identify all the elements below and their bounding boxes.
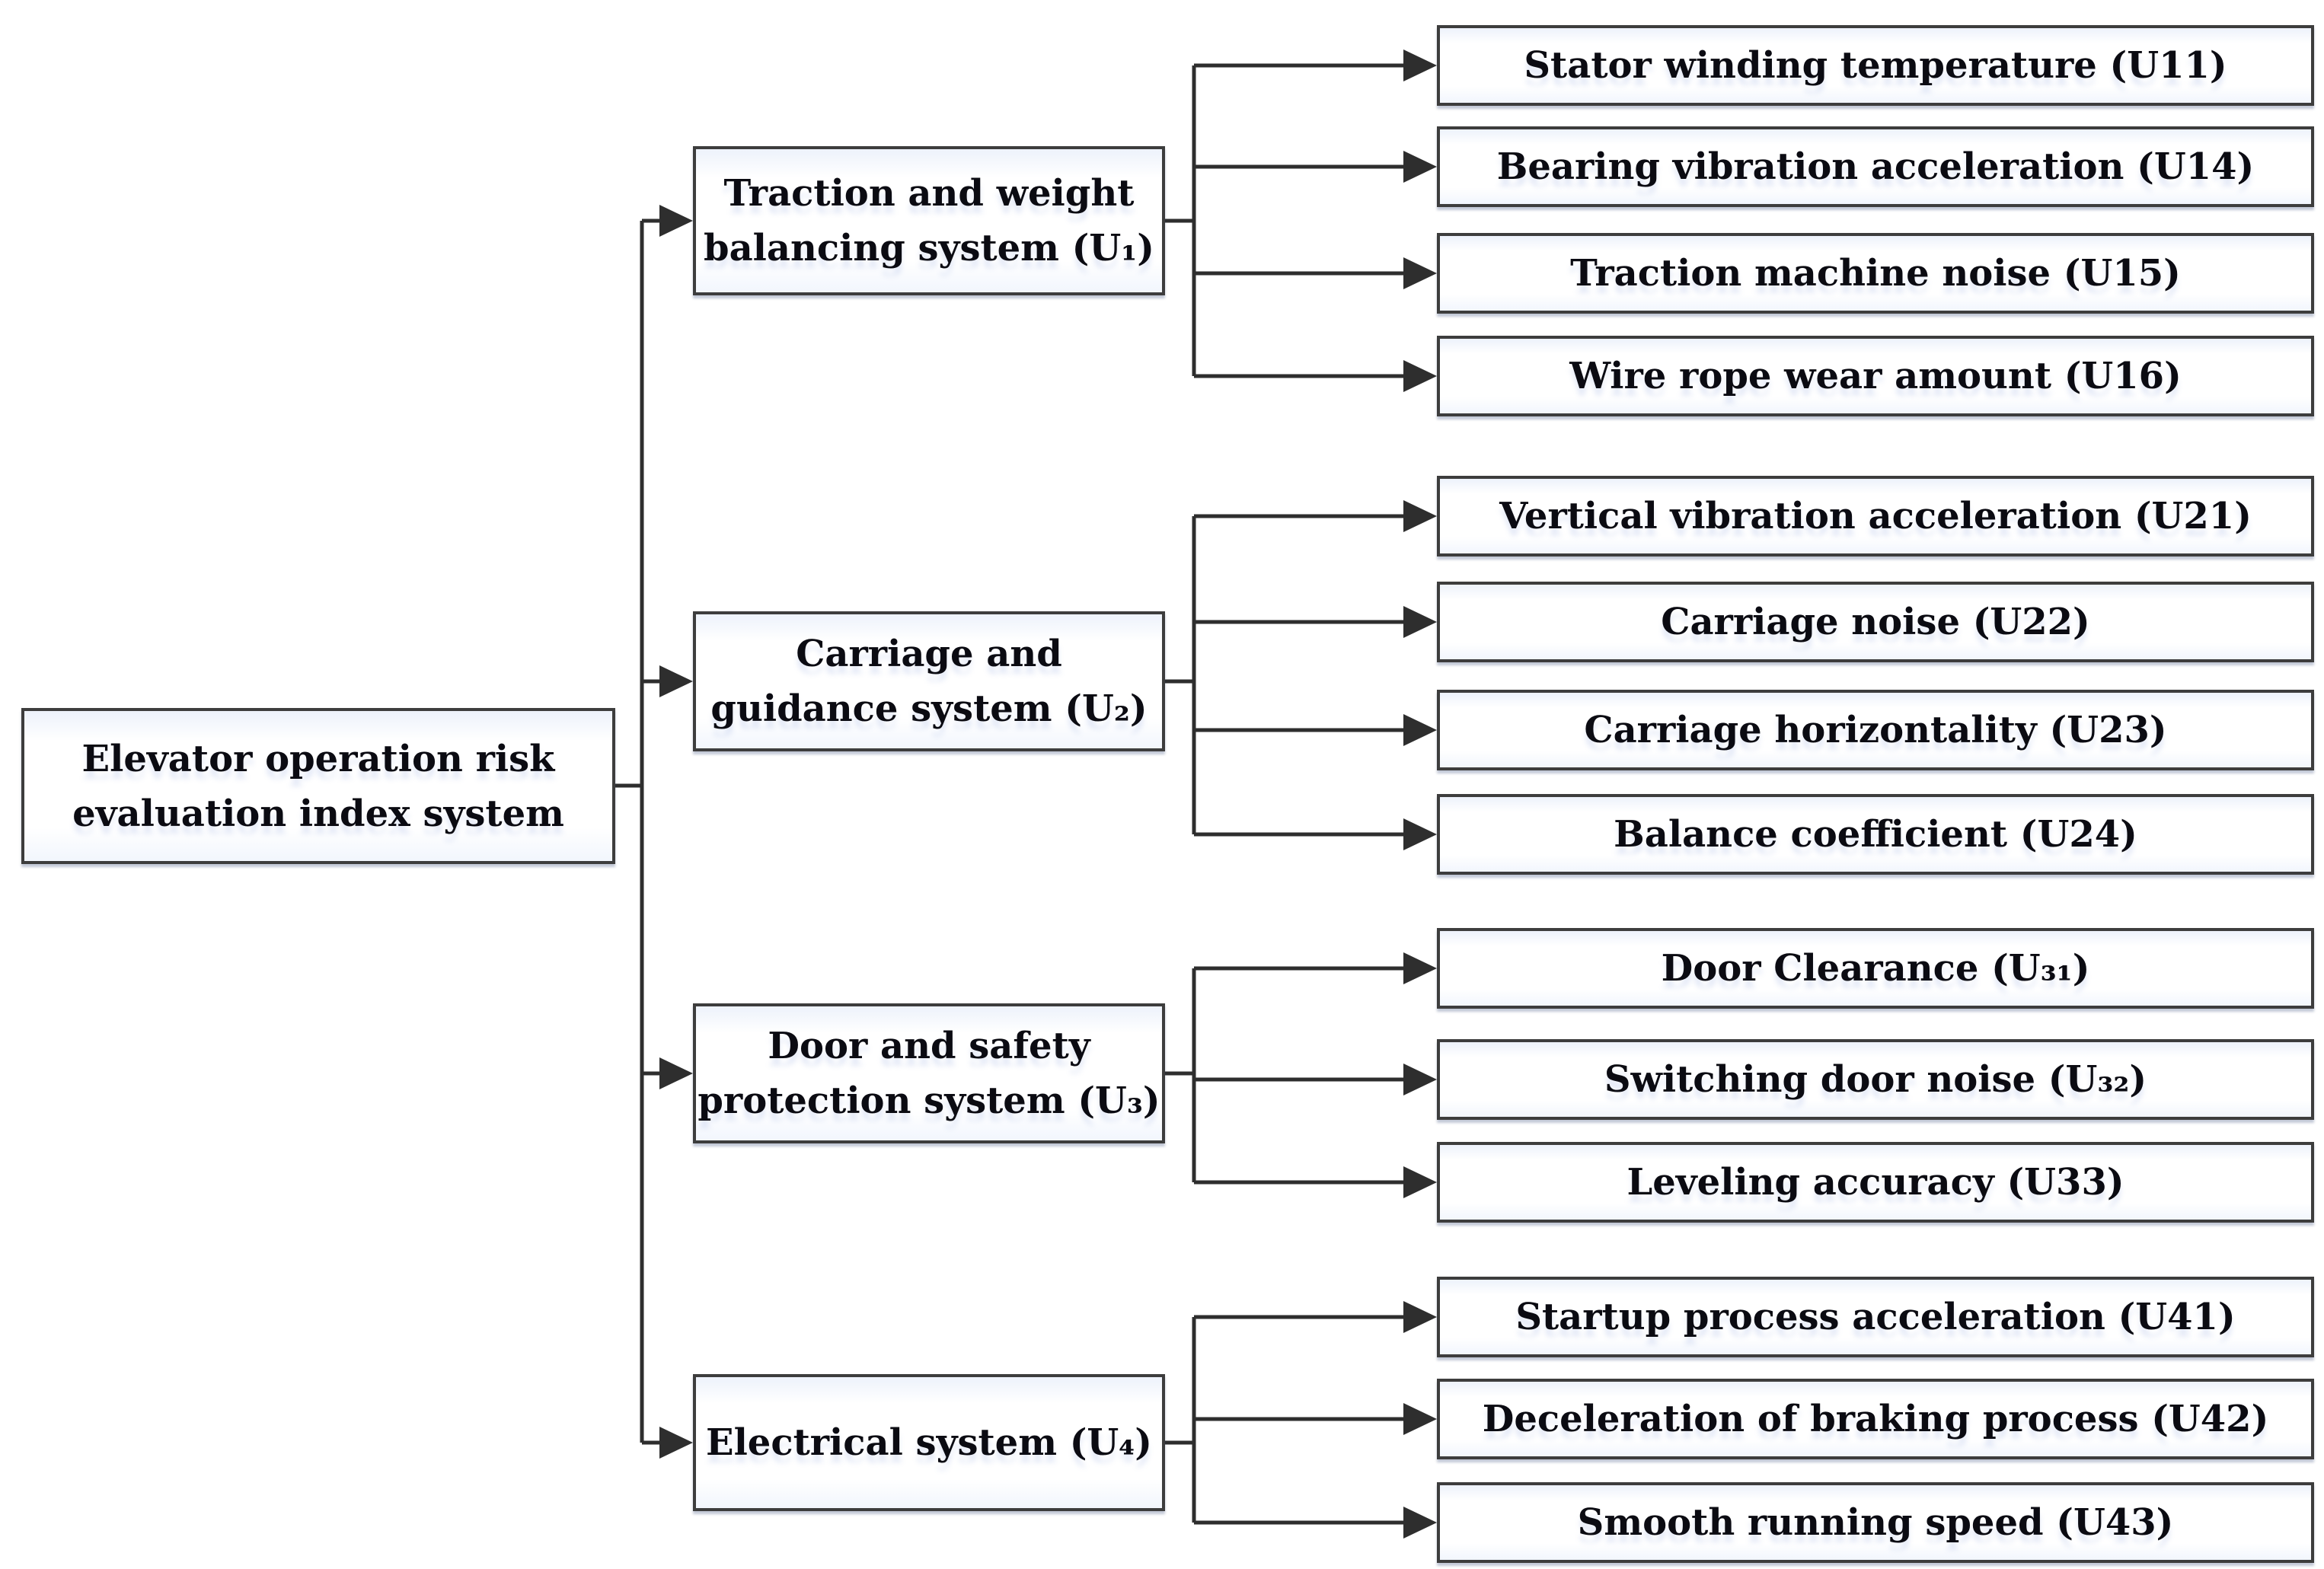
root-node: Elevator operation risk evaluation index… xyxy=(21,708,615,864)
group-node-u4: Electrical system (U₄) xyxy=(693,1374,1165,1511)
group-node-u1: Traction and weight balancing system (U₁… xyxy=(693,146,1165,295)
leaf-node-u21: Vertical vibration acceleration (U21) xyxy=(1437,476,2314,556)
connector-group-u2 xyxy=(1165,500,1437,850)
group-node-u2: Carriage and guidance system (U₂) xyxy=(693,611,1165,751)
leaf-node-u33: Leveling accuracy (U33) xyxy=(1437,1142,2314,1223)
leaf-node-u14: Bearing vibration acceleration (U14) xyxy=(1437,126,2314,207)
leaf-node-u11: Stator winding temperature (U11) xyxy=(1437,25,2314,106)
leaf-node-u32: Switching door noise (U₃₂) xyxy=(1437,1039,2314,1120)
leaf-node-u22: Carriage noise (U22) xyxy=(1437,582,2314,662)
leaf-node-u41: Startup process acceleration (U41) xyxy=(1437,1277,2314,1357)
connector-branch-u1 xyxy=(642,205,693,237)
leaf-node-u31: Door Clearance (U₃₁) xyxy=(1437,928,2314,1009)
leaf-node-u42: Deceleration of braking process (U42) xyxy=(1437,1379,2314,1459)
connector-branch-u4 xyxy=(642,1427,693,1459)
connector-group-u3 xyxy=(1165,952,1437,1198)
leaf-node-u23: Carriage horizontality (U23) xyxy=(1437,690,2314,770)
connector-group-u4 xyxy=(1165,1301,1437,1539)
connector-root-trunk xyxy=(614,221,644,1443)
leaf-node-u15: Traction machine noise (U15) xyxy=(1437,233,2314,314)
connector-branch-u3 xyxy=(642,1057,693,1089)
leaf-node-u16: Wire rope wear amount (U16) xyxy=(1437,336,2314,416)
leaf-node-u24: Balance coefficient (U24) xyxy=(1437,794,2314,875)
leaf-node-u43: Smooth running speed (U43) xyxy=(1437,1482,2314,1563)
connector-group-u1 xyxy=(1165,49,1437,392)
group-node-u3: Door and safety protection system (U₃) xyxy=(693,1003,1165,1143)
connector-branch-u2 xyxy=(642,665,693,697)
